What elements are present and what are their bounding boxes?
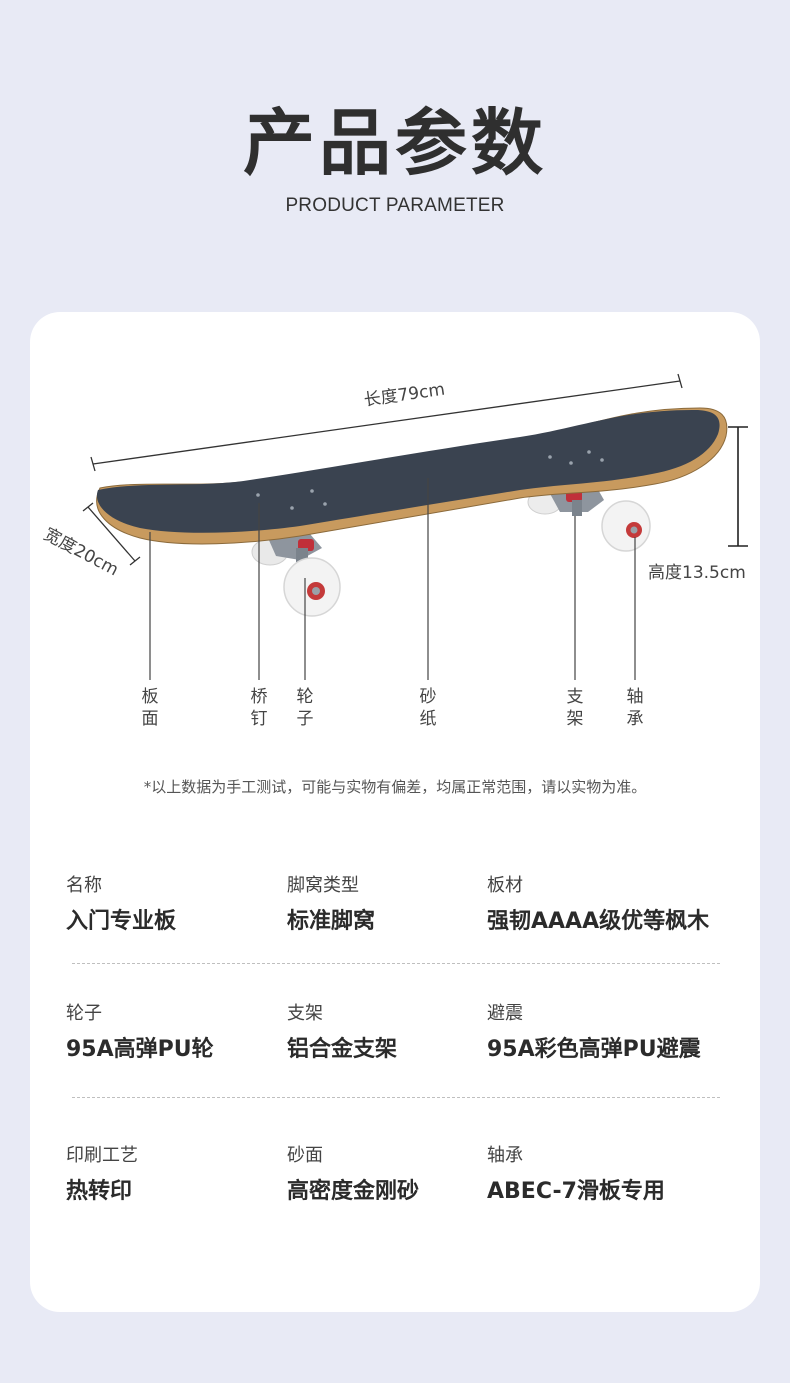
bolt-holes [256,450,604,510]
spec-label: 脚窝类型 [287,875,359,896]
spec-label: 印刷工艺 [66,1145,138,1166]
spec-item: 脚窝类型 标准脚窝 [287,873,375,937]
part-label-griptape: 砂纸 [419,687,437,729]
spec-value: 入门专业板 [66,909,177,934]
callout-lines [149,478,636,680]
rear-wheel [283,557,341,617]
spec-value: 热转印 [66,1179,133,1204]
part-label-truck: 支架 [566,687,584,729]
divider [72,1097,720,1098]
spec-value: 95A高弹PU轮 [66,1037,214,1062]
height-dimension [728,426,748,547]
part-label-wheels: 轮子 [296,687,314,729]
spec-value: 高密度金刚砂 [287,1179,420,1204]
spec-label: 轮子 [66,1003,102,1024]
spec-value: ABEC-7滑板专用 [487,1179,665,1204]
spec-item: 板材 强韧AAAA级优等枫木 [487,873,709,937]
spec-item: 轮子 95A高弹PU轮 [66,1001,214,1065]
length-dimension [90,373,683,472]
spec-item: 印刷工艺 热转印 [66,1143,138,1207]
divider [72,963,720,964]
spec-label: 轴承 [487,1145,523,1166]
spec-value: 铝合金支架 [287,1037,398,1062]
spec-item: 名称 入门专业板 [66,873,176,937]
spec-label: 板材 [487,875,523,896]
spec-label: 砂面 [287,1145,323,1166]
spec-item: 轴承 ABEC-7滑板专用 [487,1143,665,1207]
height-label: 高度13.5cm [648,563,746,583]
page-subtitle: PRODUCT PARAMETER [285,195,505,216]
spec-label: 支架 [287,1003,323,1024]
spec-value: 95A彩色高弹PU避震 [487,1037,701,1062]
part-label-deck: 板面 [141,687,159,729]
part-label-bolts: 桥钉 [250,687,268,729]
spec-label: 避震 [487,1003,523,1024]
spec-value: 强韧AAAA级优等枫木 [487,909,710,934]
page-title: 产品参数 [242,101,547,185]
spec-item: 砂面 高密度金刚砂 [287,1143,419,1207]
deck-griptape [96,409,720,533]
measurement-note: *以上数据为手工测试，可能与实物有偏差，均属正常范围，请以实物为准。 [143,778,647,796]
spec-label: 名称 [66,875,102,896]
spec-value: 标准脚窝 [287,909,376,934]
spec-item: 支架 铝合金支架 [287,1001,397,1065]
spec-item: 避震 95A彩色高弹PU避震 [487,1001,701,1065]
skateboard-diagram [82,373,748,680]
width-dimension [82,502,141,566]
front-wheel [601,500,651,552]
part-label-bearing: 轴承 [626,687,644,729]
